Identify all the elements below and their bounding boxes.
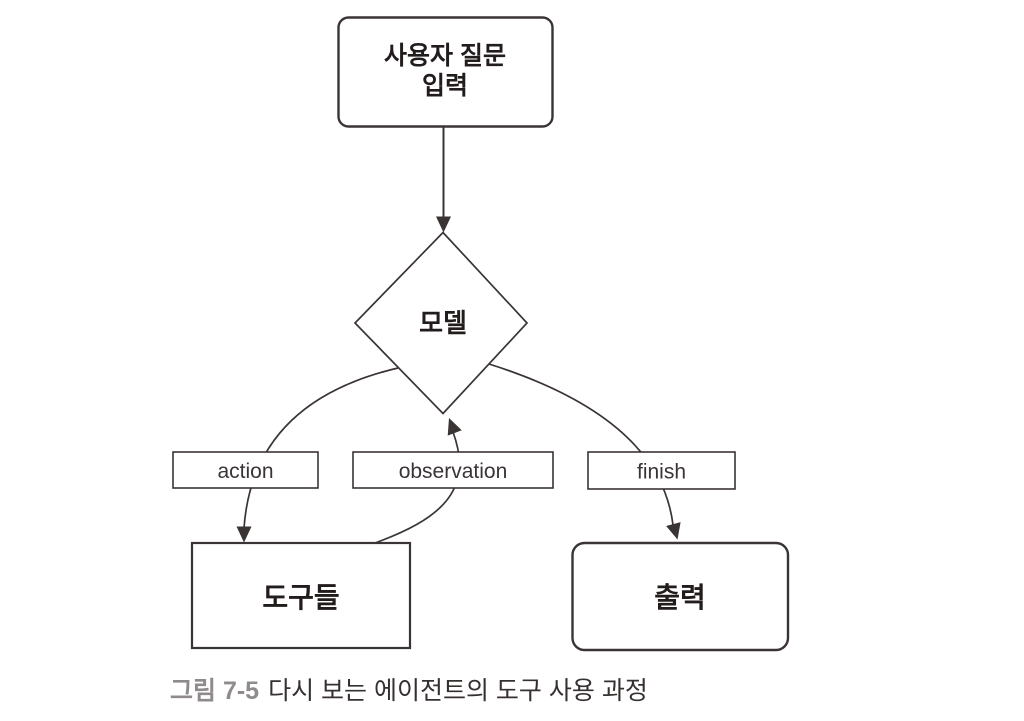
node-user-input-label-line1: 사용자 질문 bbox=[384, 42, 506, 70]
arrowhead-into-tools bbox=[236, 526, 252, 543]
edge-label-box-action bbox=[172, 451, 319, 489]
figure-title: 다시 보는 에이전트의 도구 사용 과정 bbox=[268, 677, 648, 705]
arrowhead-into-output bbox=[666, 522, 681, 540]
edge-label-box-finish bbox=[587, 451, 736, 490]
edge-label-finish: finish bbox=[637, 461, 686, 484]
figure-number: 그림 7-5 bbox=[170, 677, 260, 705]
node-user-input-box bbox=[337, 16, 554, 128]
arrowhead-into-model-top bbox=[436, 216, 451, 233]
node-tools-label: 도구들 bbox=[262, 582, 339, 613]
node-tools-box bbox=[190, 541, 412, 650]
node-model-diamond bbox=[353, 231, 529, 415]
figure-caption: 그림 7-5 다시 보는 에이전트의 도구 사용 과정 bbox=[170, 676, 648, 706]
edge-label-action: action bbox=[217, 460, 273, 483]
edge-model-to-tools bbox=[243, 367, 399, 529]
edge-label-box-observation bbox=[352, 451, 554, 489]
edge-model-to-output bbox=[488, 363, 674, 526]
arrowhead-into-model-bottom bbox=[447, 418, 462, 436]
node-output-box bbox=[571, 541, 790, 652]
node-model-label: 모델 bbox=[419, 308, 467, 338]
edge-label-observation: observation bbox=[399, 460, 508, 483]
node-user-input-label-line2: 입력 bbox=[422, 72, 468, 100]
node-output-label: 출력 bbox=[654, 582, 706, 613]
